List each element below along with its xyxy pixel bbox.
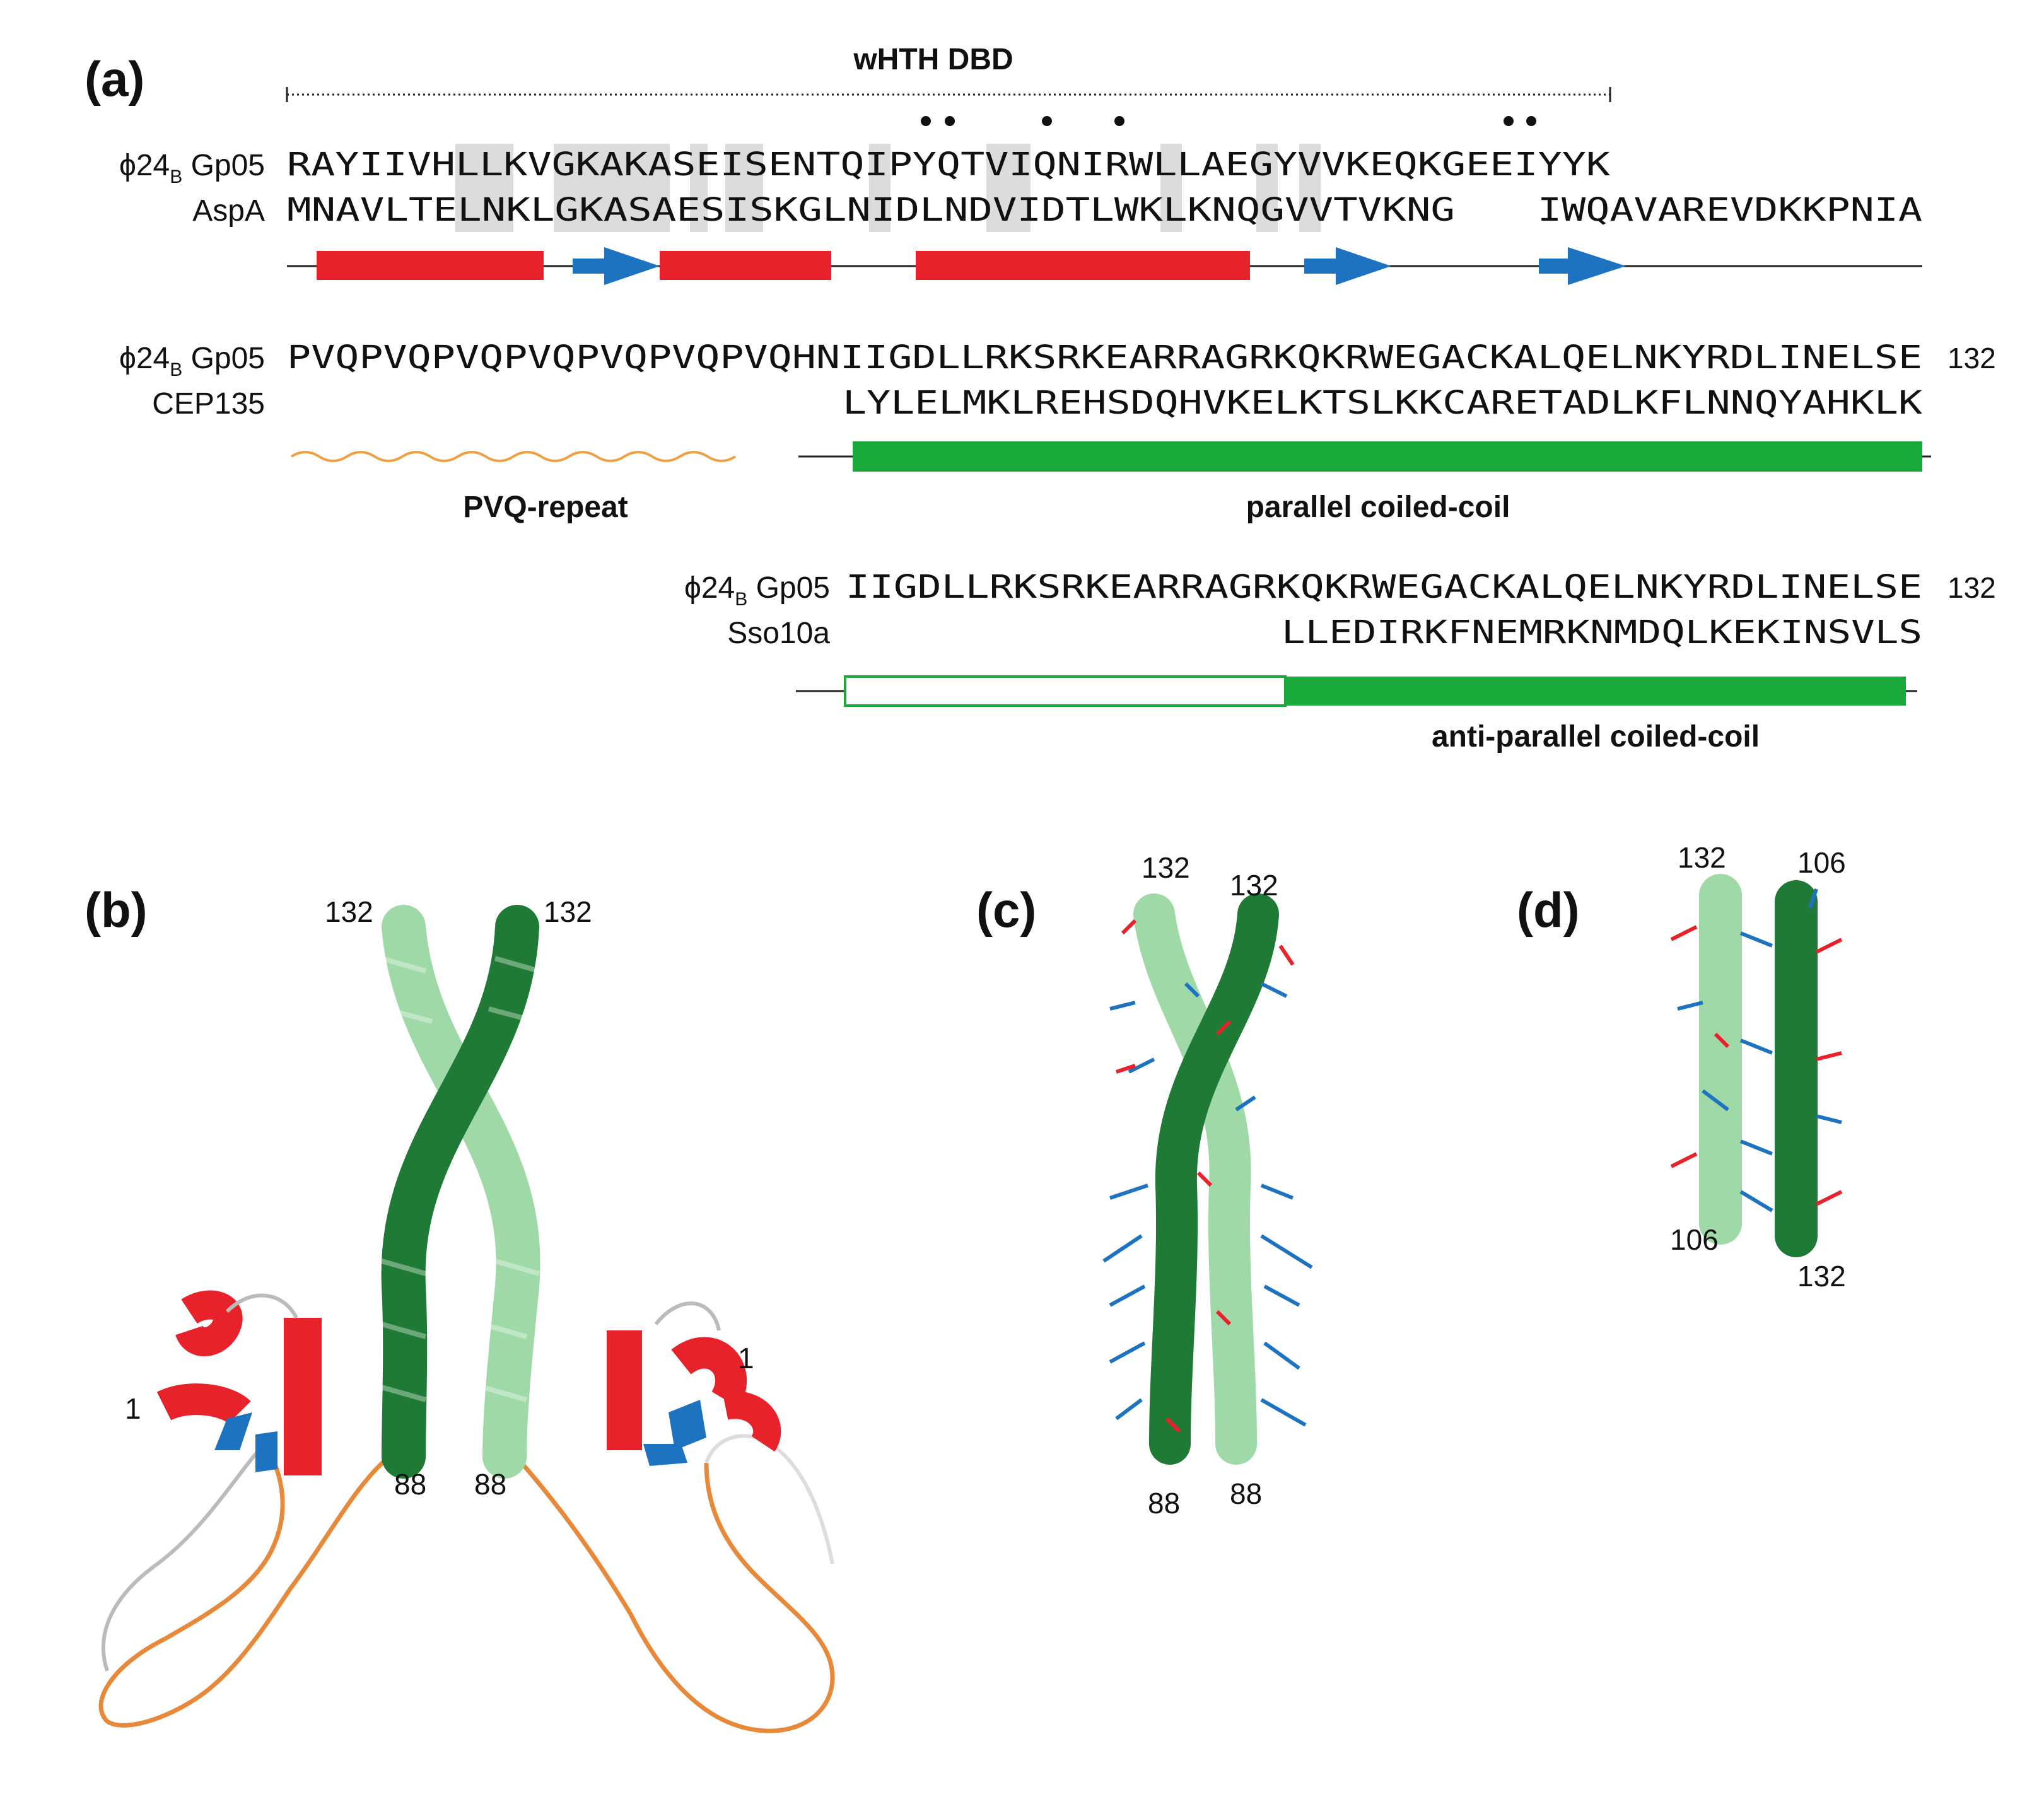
antiparallel-coil-bar xyxy=(1285,677,1906,706)
pvq-label: PVQ-repeat xyxy=(463,491,628,524)
seq-gp05-3: IIGDLLRKSRKEARRAGRKQKRWEGACKALQELNKYRDLI… xyxy=(846,568,1922,605)
num-c-132-right: 132 xyxy=(1230,869,1278,902)
end-number-1: 132 xyxy=(1948,342,1996,375)
seq-aspa: MNAVLTELNKLGKASAESISKGLNIDLNDVIDTLWKLKNQ… xyxy=(287,191,1455,228)
shade xyxy=(1160,144,1182,232)
antiparallel-open-bar xyxy=(844,675,1287,707)
strand-arrow-3 xyxy=(1539,247,1626,285)
side-chains-blue-c xyxy=(1102,982,1313,1427)
dot xyxy=(1504,116,1514,126)
strand-arrow-1 xyxy=(573,247,660,285)
strand-arrow-2 xyxy=(1304,247,1391,285)
row-name-gp05-2: ϕ24B Gp05 xyxy=(119,342,265,380)
pvq-wave xyxy=(290,451,737,462)
helix-3 xyxy=(916,251,1250,280)
num-c-88-right: 88 xyxy=(1230,1477,1262,1510)
seq-sso10a: LLEDIRKFNEMRKNMDQLKEKINSVLS xyxy=(1282,614,1922,651)
shade xyxy=(1256,144,1278,232)
parallel-coil-bar xyxy=(853,441,1922,472)
conserved-dots xyxy=(921,116,1536,126)
row-name-gp05-1: ϕ24B Gp05 xyxy=(119,149,265,187)
shade xyxy=(986,144,1031,232)
shade xyxy=(554,144,670,232)
panel-b-label: (b) xyxy=(85,882,148,938)
seq-gp05-2: PVQPVQPVQPVQPVQPVQPVQHNIIGDLLRKSRKEARRAG… xyxy=(287,339,1922,376)
dot xyxy=(1526,116,1536,126)
panel-a-label: (a) xyxy=(85,51,144,107)
shade xyxy=(690,144,708,232)
helix-ribbon-marks xyxy=(380,956,540,1402)
seq-gp05-1: RAYIIVHLLKVGKAKASEISENTQIPYQTVIQNIRWLLAE… xyxy=(287,146,1611,183)
num-d-132-top: 132 xyxy=(1678,841,1726,874)
seq-cep135: LYLELMKLREHSDQHVKELKTSLKKCARETADLKFLNNQY… xyxy=(843,384,1923,421)
side-chains-red-c xyxy=(1116,919,1295,1433)
helix-light-b xyxy=(382,905,540,1479)
panel-d-label: (d) xyxy=(1517,882,1580,938)
dbd-right xyxy=(607,1301,781,1466)
dbd-left-helix-1 xyxy=(175,1290,243,1356)
num-d-132-bottom: 132 xyxy=(1797,1260,1846,1293)
parallel-label: parallel coiled-coil xyxy=(1246,491,1510,524)
num-c-132-left: 132 xyxy=(1142,851,1190,884)
end-number-2: 132 xyxy=(1948,571,1996,604)
row-name-sso10a: Sso10a xyxy=(727,617,830,650)
dbd-left-loop xyxy=(225,1293,298,1319)
identity-shading xyxy=(455,144,1321,232)
shade xyxy=(725,144,763,232)
helix-dark-c xyxy=(1149,893,1279,1465)
dot xyxy=(921,116,931,126)
dot xyxy=(1042,116,1052,126)
linker-right-orange xyxy=(515,1456,835,1733)
num-b-88-right: 88 xyxy=(474,1468,506,1501)
coiled-coil-d xyxy=(1670,874,1843,1257)
helix-dark-b xyxy=(381,905,539,1479)
shade xyxy=(455,144,513,232)
num-b-1-right: 1 xyxy=(738,1342,754,1375)
dbd-left-helix-2 xyxy=(156,1383,251,1425)
row-name-gp05-3: ϕ24B Gp05 xyxy=(684,571,830,610)
dot xyxy=(945,116,955,126)
linker-left-gray xyxy=(101,1442,267,1672)
dbd-left xyxy=(156,1290,322,1475)
num-d-106-top: 106 xyxy=(1797,846,1846,879)
dbd-right-loop xyxy=(654,1301,721,1331)
num-d-106-bottom: 106 xyxy=(1670,1223,1719,1256)
dot xyxy=(1114,116,1124,126)
linker-right-gray xyxy=(704,1434,834,1564)
dbd-right-strand-2 xyxy=(643,1444,687,1466)
num-b-132-right: 132 xyxy=(544,895,592,928)
num-b-132-left: 132 xyxy=(325,895,373,928)
dbd-left-strand-1 xyxy=(214,1412,252,1450)
helix-1 xyxy=(317,251,544,280)
shade xyxy=(869,144,891,232)
row-name-aspa: AspA xyxy=(192,194,265,228)
panel-c-label: (c) xyxy=(976,882,1036,938)
num-b-88-left: 88 xyxy=(394,1468,426,1501)
dbd-left-strand-2 xyxy=(255,1431,277,1472)
seq-aspa-2: IWQAVAREVDKKPNIA xyxy=(1538,191,1922,228)
row-name-cep135: CEP135 xyxy=(152,387,265,421)
side-chains-blue-d xyxy=(1677,888,1842,1213)
linker-left-orange xyxy=(98,1443,390,1728)
dbd-right-helix-2 xyxy=(671,1337,747,1408)
helix-light-c xyxy=(1133,893,1257,1465)
antiparallel-label: anti-parallel coiled-coil xyxy=(1432,720,1760,753)
domain-label: wHTH DBD xyxy=(853,43,1013,76)
num-b-1-left: 1 xyxy=(125,1392,141,1425)
coiled-coil-c xyxy=(1102,893,1313,1465)
shade xyxy=(1299,144,1321,232)
side-chains-red-d xyxy=(1670,925,1843,1206)
dbd-right-strand-1 xyxy=(669,1400,706,1450)
helix-2 xyxy=(660,251,831,280)
num-c-88-left: 88 xyxy=(1148,1487,1180,1520)
dbd-right-helix-3 xyxy=(722,1391,781,1452)
coiled-coil-b xyxy=(380,905,540,1479)
